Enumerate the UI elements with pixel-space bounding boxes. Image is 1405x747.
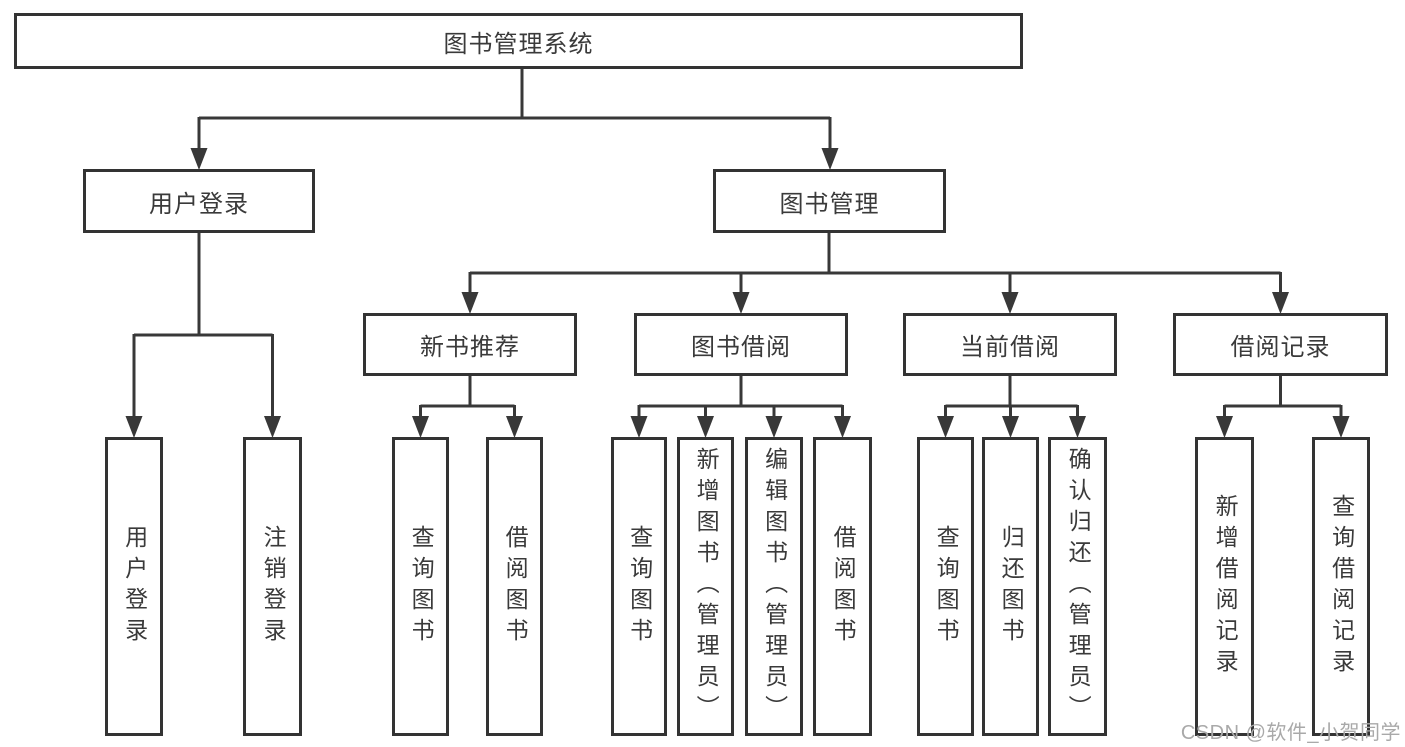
node-label: 编辑图书（管理员） bbox=[761, 447, 788, 726]
node-label: 查询借阅记录 bbox=[1328, 493, 1355, 680]
node-label: 图书借阅 bbox=[691, 334, 791, 361]
node-leaf-confirm-return-admin: 确认归还（管理员） bbox=[1048, 437, 1107, 736]
arrow-down-icon bbox=[765, 416, 783, 438]
node-leaf-user-login: 用户登录 bbox=[105, 437, 163, 736]
node-label: 注销登录 bbox=[260, 524, 287, 649]
arrow-down-icon bbox=[125, 416, 143, 438]
arrow-down-icon bbox=[264, 416, 281, 438]
node-label: 新增借阅记录 bbox=[1212, 493, 1239, 680]
node-leaf-add-borrow-record: 新增借阅记录 bbox=[1195, 437, 1254, 736]
node-borrowing-records: 借阅记录 bbox=[1173, 313, 1388, 376]
node-leaf-query-books-borrowing: 查询图书 bbox=[611, 437, 667, 736]
arrow-down-icon bbox=[834, 416, 851, 438]
arrow-down-icon bbox=[506, 416, 523, 438]
arrow-down-icon bbox=[461, 292, 479, 314]
node-leaf-logout: 注销登录 bbox=[243, 437, 302, 736]
node-leaf-borrow-books: 借阅图书 bbox=[813, 437, 872, 736]
node-new-book-recommend: 新书推荐 bbox=[363, 313, 577, 376]
node-label: 图书管理 bbox=[779, 190, 880, 218]
arrow-down-icon bbox=[697, 416, 714, 438]
arrow-down-icon bbox=[821, 148, 839, 170]
node-label: 新增图书（管理员） bbox=[693, 447, 720, 726]
node-label: 新书推荐 bbox=[420, 334, 520, 361]
node-label: 图书管理系统 bbox=[443, 30, 594, 58]
arrow-down-icon bbox=[1272, 292, 1289, 314]
node-label: 查询图书 bbox=[933, 524, 960, 649]
arrow-down-icon bbox=[190, 148, 208, 170]
node-leaf-add-books-admin: 新增图书（管理员） bbox=[677, 437, 734, 736]
arrow-down-icon bbox=[732, 292, 750, 314]
node-current-borrowing: 当前借阅 bbox=[903, 313, 1117, 376]
node-label: 查询图书 bbox=[626, 524, 653, 649]
csdn-watermark: CSDN @软件_小贺同学 bbox=[1180, 722, 1401, 744]
node-book-management-branch: 图书管理 bbox=[713, 169, 946, 233]
arrow-down-icon bbox=[412, 416, 429, 438]
arrow-down-icon bbox=[1216, 416, 1233, 438]
node-label: 查询图书 bbox=[408, 524, 435, 649]
node-label: 确认归还（管理员） bbox=[1065, 447, 1092, 726]
arrow-down-icon bbox=[1001, 292, 1019, 314]
node-book-borrowing: 图书借阅 bbox=[634, 313, 848, 376]
node-label: 借阅记录 bbox=[1230, 334, 1331, 361]
node-label: 借阅图书 bbox=[830, 524, 857, 649]
node-user-login-branch: 用户登录 bbox=[83, 169, 315, 233]
node-leaf-return-books: 归还图书 bbox=[982, 437, 1039, 736]
node-leaf-query-borrow-record: 查询借阅记录 bbox=[1312, 437, 1370, 736]
arrow-down-icon bbox=[630, 416, 648, 438]
node-leaf-edit-books-admin: 编辑图书（管理员） bbox=[745, 437, 803, 736]
node-label: 当前借阅 bbox=[960, 334, 1060, 361]
arrow-down-icon bbox=[1002, 416, 1019, 438]
node-leaf-query-books-current: 查询图书 bbox=[917, 437, 974, 736]
node-label: 归还图书 bbox=[998, 524, 1025, 649]
node-label: 用户登录 bbox=[121, 524, 148, 649]
arrow-down-icon bbox=[937, 416, 954, 438]
node-leaf-query-books-recommend: 查询图书 bbox=[392, 437, 449, 736]
arrow-down-icon bbox=[1069, 416, 1086, 438]
node-label: 借阅图书 bbox=[502, 524, 529, 649]
node-leaf-borrow-books-recommend: 借阅图书 bbox=[486, 437, 543, 736]
node-library-system: 图书管理系统 bbox=[14, 13, 1023, 69]
arrow-down-icon bbox=[1332, 416, 1350, 438]
node-label: 用户登录 bbox=[149, 190, 249, 218]
